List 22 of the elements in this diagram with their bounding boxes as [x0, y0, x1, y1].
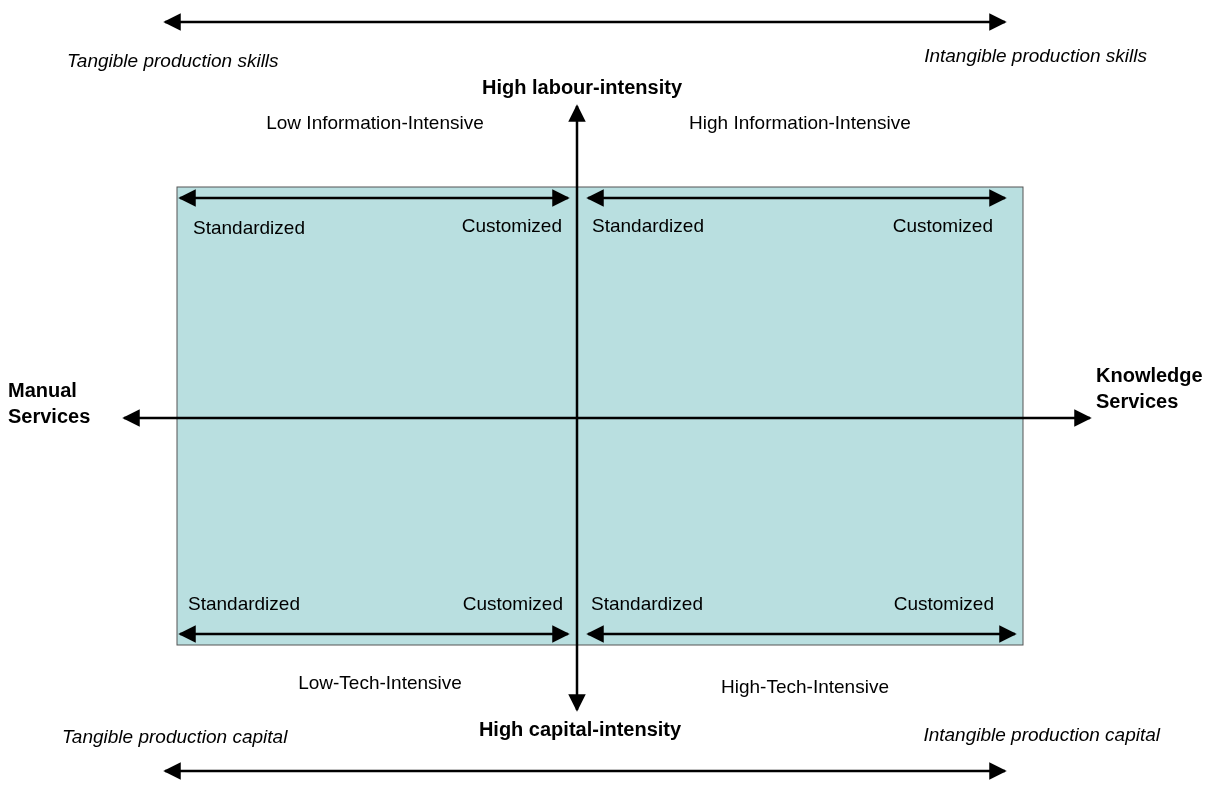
scale-end-label: Customized: [462, 593, 563, 615]
axis-caption: Intangible production capital: [923, 724, 1160, 746]
axis-label: Manual Services: [8, 377, 118, 429]
axis-label: High capital-intensity: [478, 716, 682, 742]
axis-arrow: [568, 104, 586, 712]
scale-end-label: Standardized: [592, 215, 704, 237]
axis-label: Knowledge Services: [1096, 362, 1206, 414]
axis-caption: Low-Tech-Intensive: [298, 672, 462, 694]
axis-caption: Tangible production capital: [62, 726, 288, 748]
scale-end-label: Customized: [893, 593, 994, 615]
axis-caption: Tangible production skills: [67, 50, 279, 72]
scale-end-label: Standardized: [188, 593, 300, 615]
axis-caption: Intangible production skills: [924, 45, 1147, 67]
scale-end-label: Standardized: [193, 217, 305, 239]
scale-end-label: Standardized: [591, 593, 703, 615]
axis-caption: High Information-Intensive: [689, 112, 911, 134]
axis-arrow: [122, 409, 1092, 427]
scale-end-label: Customized: [892, 215, 993, 237]
axis-caption: Low Information-Intensive: [266, 112, 484, 134]
scale-end-label: Customized: [461, 215, 562, 237]
axis-label: High labour-intensity: [482, 74, 682, 100]
axis-caption: High-Tech-Intensive: [721, 676, 889, 698]
